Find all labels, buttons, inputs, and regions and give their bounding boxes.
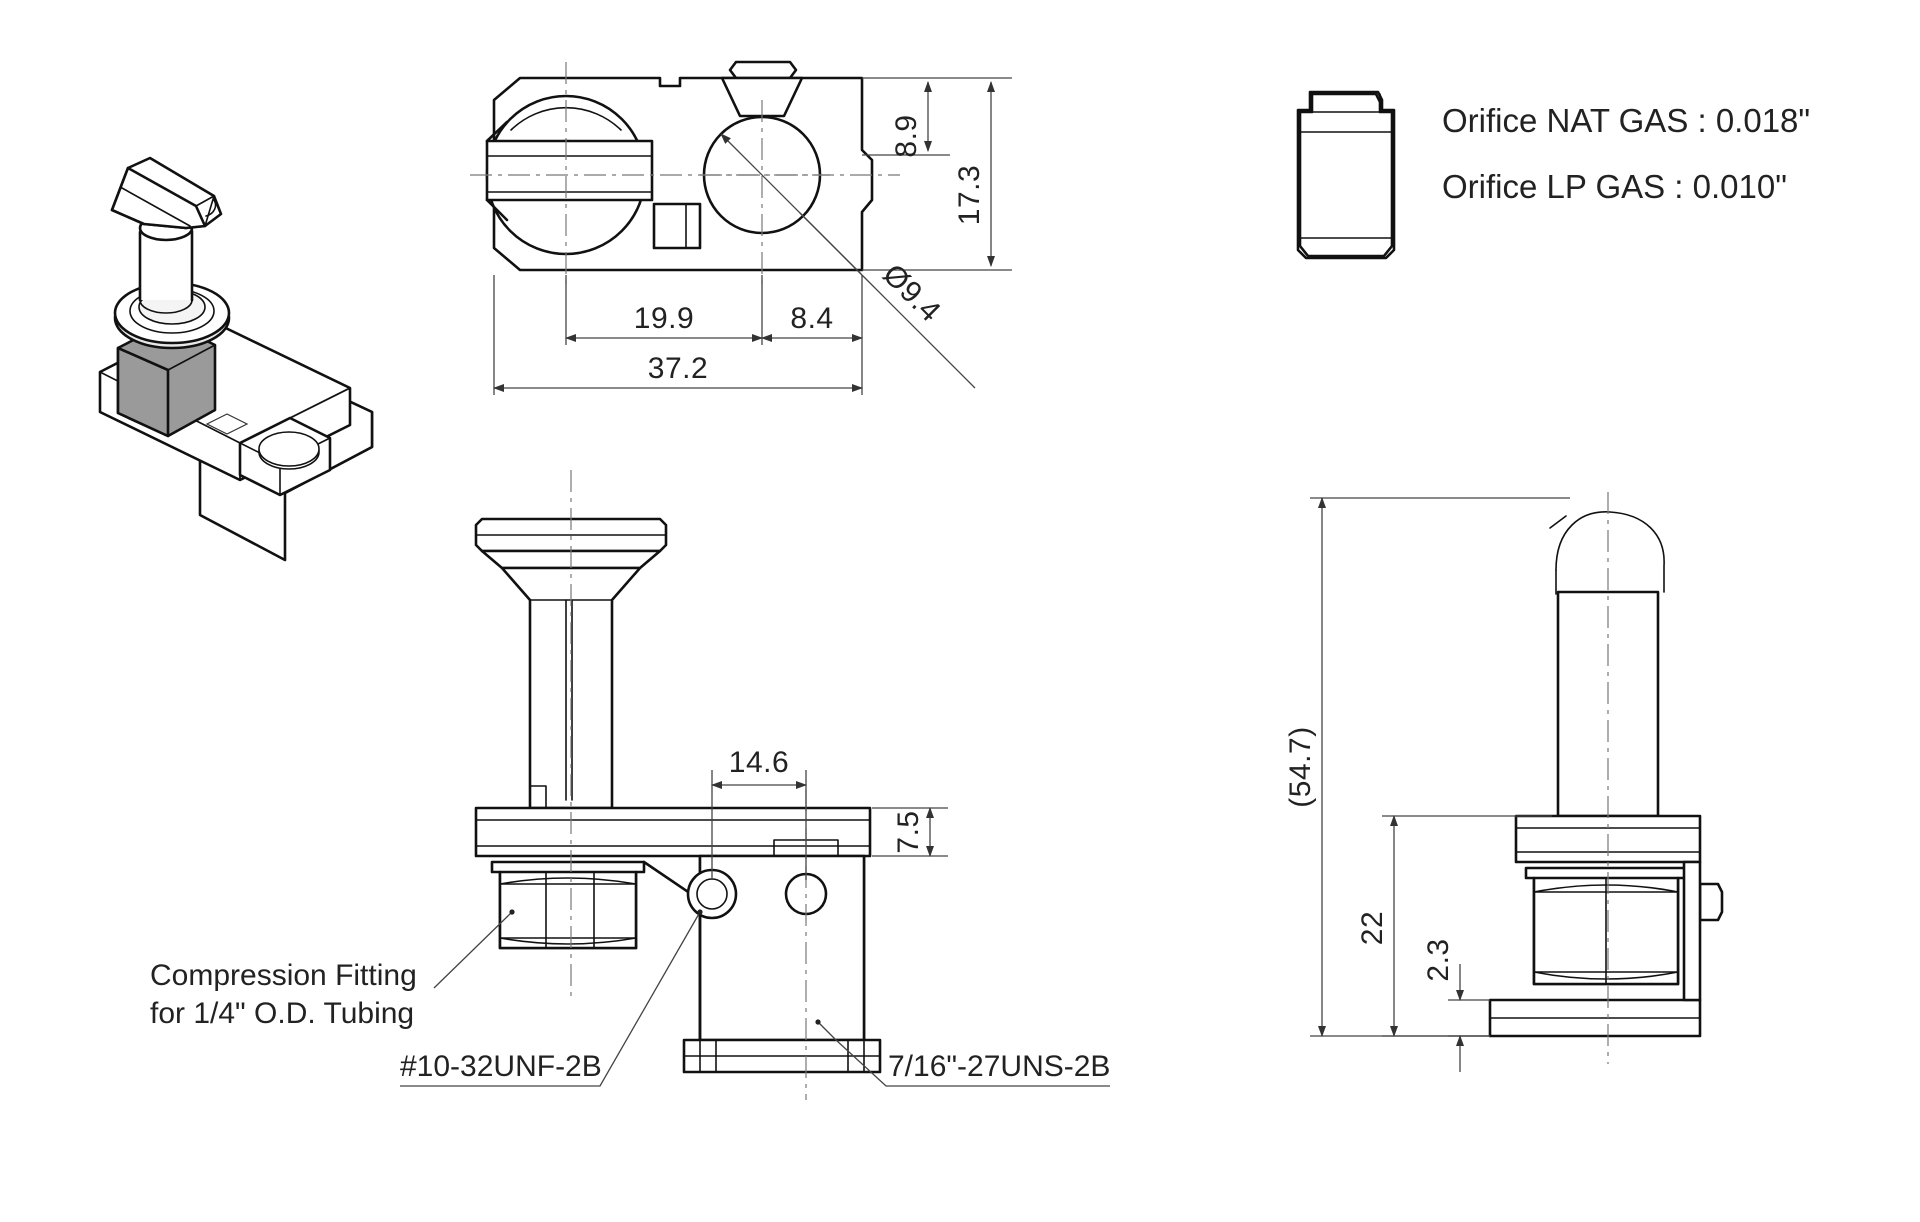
- callout-thread-left: #10-32UNF-2B: [400, 1050, 602, 1083]
- dim-19-9: 19.9: [634, 302, 694, 335]
- dim-dia-9-4: Ø9.4: [876, 258, 947, 329]
- dim-8-4: 8.4: [790, 302, 833, 335]
- orifice-notes: Orifice NAT GAS : 0.018" Orifice LP GAS …: [1442, 102, 1810, 205]
- callout-compression-fitting-line2: for 1/4" O.D. Tubing: [150, 997, 414, 1030]
- side-view-dimensions: (54.7) 22 2.3: [1284, 497, 1570, 1072]
- dim-8-9: 8.9: [890, 114, 923, 157]
- dim-7-5: 7.5: [892, 810, 925, 853]
- note-orifice-nat-gas: Orifice NAT GAS : 0.018": [1442, 102, 1810, 139]
- dim-37-2: 37.2: [648, 352, 708, 385]
- callout-compression-fitting-line1: Compression Fitting: [150, 959, 417, 992]
- front-view-callouts: Compression Fitting for 1/4" O.D. Tubing…: [150, 909, 1110, 1087]
- orifice-detail-view: [1296, 90, 1396, 260]
- dim-22: 22: [1356, 911, 1389, 945]
- dim-17-3: 17.3: [953, 165, 986, 225]
- front-view: [474, 470, 882, 1100]
- front-view-dimensions: 14.6 7.5: [711, 746, 948, 880]
- dim-2-3: 2.3: [1422, 938, 1455, 981]
- dim-54-7: (54.7): [1284, 726, 1317, 807]
- dim-14-6: 14.6: [729, 746, 789, 779]
- note-orifice-lp-gas: Orifice LP GAS : 0.010": [1442, 168, 1787, 205]
- isometric-view: [98, 156, 374, 562]
- top-view: [470, 60, 900, 290]
- side-view: [1488, 492, 1724, 1064]
- callout-thread-right: 7/16"-27UNS-2B: [888, 1050, 1110, 1083]
